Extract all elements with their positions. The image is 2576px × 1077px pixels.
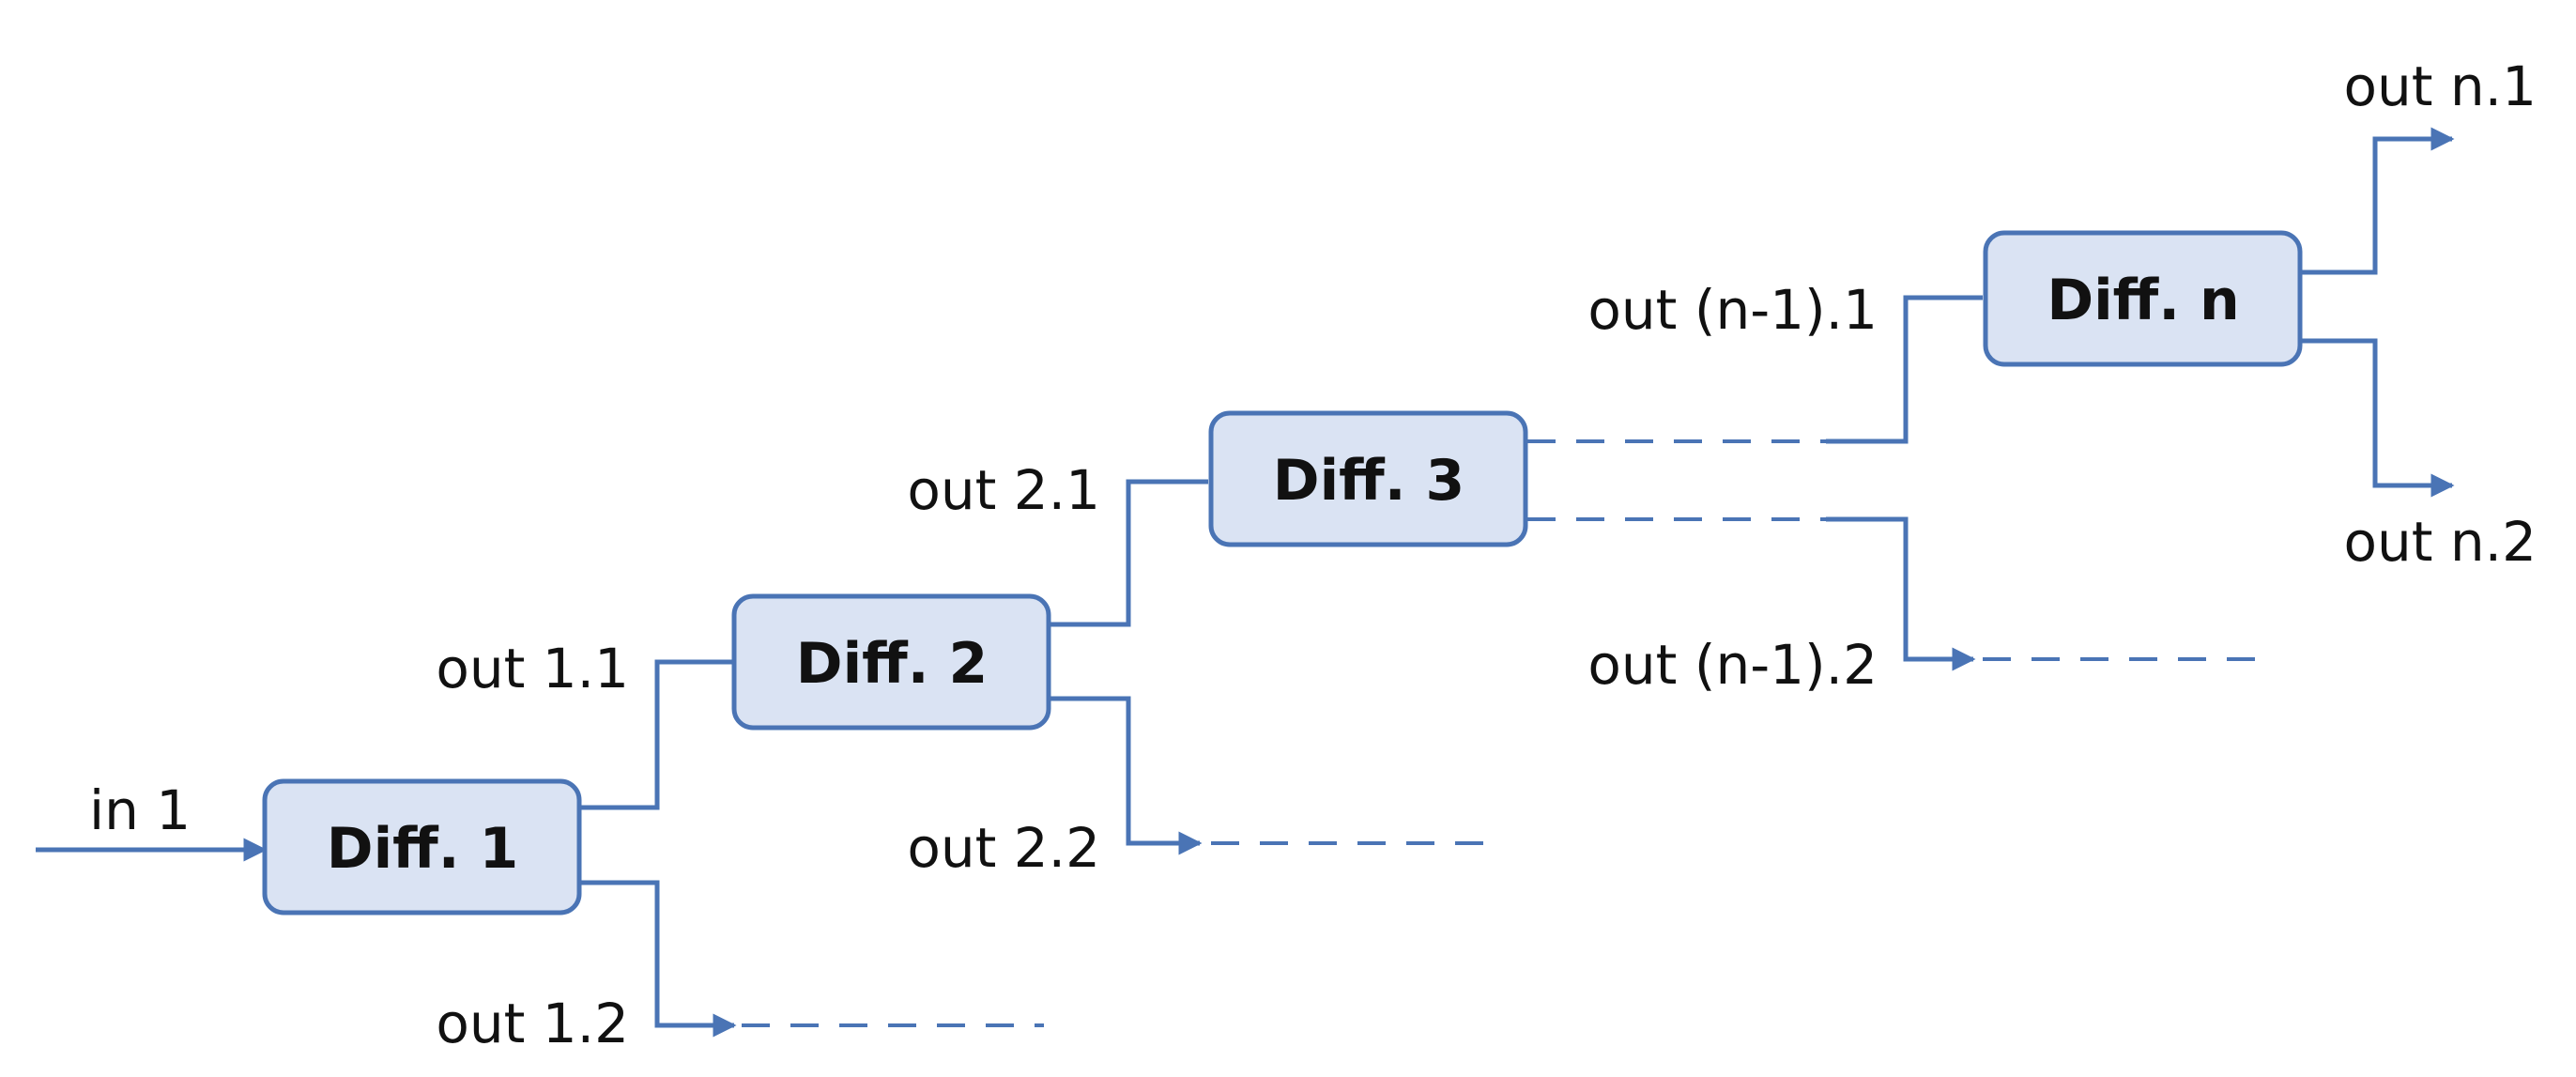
outn1-label: out n.1: [2343, 54, 2537, 118]
diffn1-out2-wire: [1826, 516, 1976, 671]
out11-label: out 1.1: [436, 637, 629, 700]
out22-label: out 2.2: [907, 816, 1100, 880]
diff3-box: [1208, 410, 1528, 547]
diff3-label: Diff. 3: [1273, 448, 1464, 514]
outn1-2-label: out (n-1).2: [1587, 633, 1878, 697]
diff1-out1-wire: [579, 659, 732, 810]
diff2-out2-wire: [1049, 696, 1203, 855]
diff2-box: [731, 593, 1051, 731]
outn2-label: out n.2: [2343, 510, 2537, 574]
out21-label: out 2.1: [907, 458, 1100, 522]
diffn-out1-wire: [2302, 127, 2455, 275]
diff1-label: Diff. 1: [327, 816, 518, 882]
diffn1-out1-wire: [1826, 295, 1983, 444]
diff2-out1-wire: [1049, 479, 1208, 627]
outn1-1-label: out (n-1).1: [1587, 278, 1878, 342]
in1-label: in 1: [89, 778, 191, 842]
diffn-out2-wire: [2302, 338, 2455, 498]
diffn-label: Diff. n: [2047, 268, 2239, 333]
diffn-box: [1983, 230, 2303, 367]
diff1-box: [262, 778, 582, 915]
diff1-out2-wire: [579, 880, 737, 1038]
diff2-label: Diff. 2: [796, 631, 988, 697]
out12-label: out 1.2: [436, 992, 629, 1055]
